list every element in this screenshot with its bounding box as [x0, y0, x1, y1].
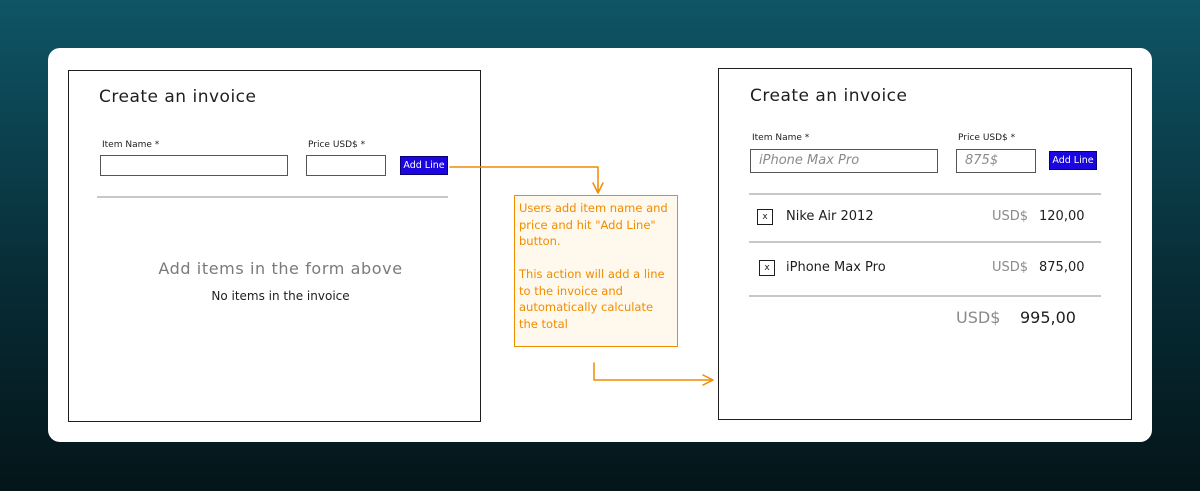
arrow-to-result: [593, 362, 712, 381]
line-item-name: Nike Air 2012: [786, 209, 874, 224]
remove-line-checkbox[interactable]: x: [759, 260, 775, 276]
remove-line-checkbox[interactable]: x: [757, 209, 773, 225]
item-name-label: Item Name *: [102, 140, 160, 150]
invoice-line: x iPhone Max Pro USD$ 875,00: [719, 257, 1131, 287]
empty-state-subtitle: No items in the invoice: [211, 289, 350, 303]
total-currency: USD$: [956, 308, 1001, 327]
empty-state-title: Add items in the form above: [158, 259, 403, 278]
annotation-note: Users add item name and price and hit "A…: [514, 195, 678, 347]
page-title: Create an invoice: [750, 86, 908, 106]
add-line-button[interactable]: Add Line: [400, 156, 448, 175]
arrowhead: [702, 374, 714, 386]
divider: [749, 241, 1101, 243]
divider: [97, 196, 448, 198]
line-item-currency: USD$: [992, 209, 1029, 224]
annotation-paragraph: This action will add a line to the invoi…: [519, 267, 665, 331]
divider: [749, 295, 1101, 297]
add-line-button[interactable]: Add Line: [1049, 151, 1097, 170]
annotation-paragraph: Users add item name and price and hit "A…: [519, 201, 668, 248]
item-name-input[interactable]: [100, 155, 288, 176]
price-input[interactable]: 875$: [956, 149, 1036, 173]
line-item-name: iPhone Max Pro: [786, 260, 886, 275]
invoice-mockup-filled: Create an invoice Item Name * iPhone Max…: [718, 68, 1132, 420]
item-name-input[interactable]: iPhone Max Pro: [750, 149, 938, 173]
page-title: Create an invoice: [99, 87, 257, 107]
line-item-currency: USD$: [992, 260, 1029, 275]
price-label: Price USD$ *: [958, 133, 1016, 143]
item-name-label: Item Name *: [752, 133, 810, 143]
price-label: Price USD$ *: [308, 140, 366, 150]
diagram-canvas: Create an invoice Item Name * Price USD$…: [48, 48, 1152, 442]
invoice-mockup-empty: Create an invoice Item Name * Price USD$…: [68, 70, 481, 422]
line-item-amount: 120,00: [1039, 209, 1085, 224]
invoice-line: x Nike Air 2012 USD$ 120,00: [719, 206, 1131, 236]
price-input[interactable]: [306, 155, 386, 176]
arrowhead: [592, 182, 604, 194]
line-item-amount: 875,00: [1039, 260, 1085, 275]
total-amount: 995,00: [1020, 308, 1076, 327]
divider: [749, 193, 1101, 195]
